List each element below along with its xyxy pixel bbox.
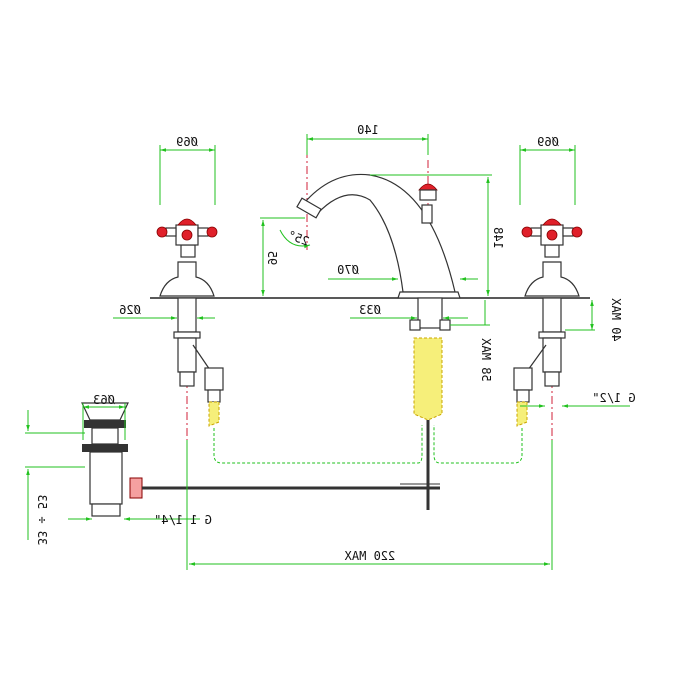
deck-thickness-valve-label: 40 MAX	[609, 298, 623, 342]
handle-cap	[546, 229, 558, 241]
left-handle-knob	[521, 226, 533, 238]
waste-dia-label: Ø63	[93, 393, 115, 407]
right-hose	[516, 401, 528, 427]
waste-range-label: 33 ÷ 53	[35, 495, 49, 546]
deck-thickness-spout-label: 58 MAX	[479, 338, 493, 382]
pop-up-knob	[418, 183, 438, 191]
valve-shank-dia-label: Ø26	[119, 303, 141, 317]
right-valve	[513, 218, 583, 427]
handle-cap	[181, 229, 193, 241]
spout-reach-label: 140	[357, 123, 379, 137]
spout	[296, 173, 461, 510]
left-hose	[208, 401, 220, 427]
outlet-height-label: 95	[265, 251, 279, 265]
right-handle-knob	[571, 226, 583, 238]
dimension-labels: Ø69 Ø69 140 25° 148 95 Ø70 Ø33 Ø26 40 MA…	[35, 123, 636, 563]
left-valve	[156, 218, 224, 427]
spout-shank-dia-label: Ø33	[359, 303, 381, 317]
left-hose-path	[213, 425, 423, 464]
aerator	[296, 197, 322, 219]
waste-thread-label: G 1 1/4"	[154, 513, 212, 527]
valve-thread-label: G 1/2"	[592, 391, 635, 405]
pop-up-waste	[81, 402, 440, 517]
right-handle-knob	[206, 226, 218, 238]
centres-label: 220 MAX	[344, 549, 395, 563]
left-handle-dia-label: Ø69	[176, 135, 198, 149]
dimension-lines	[25, 134, 630, 570]
spout-angle-label: 25°	[286, 228, 311, 249]
spout-hose	[413, 337, 443, 421]
right-hose-path	[433, 425, 523, 464]
left-handle-knob	[156, 226, 168, 238]
spout-base-dia-label: Ø70	[337, 263, 359, 277]
right-handle-dia-label: Ø69	[537, 135, 559, 149]
spout-height-label: 148	[491, 227, 505, 249]
